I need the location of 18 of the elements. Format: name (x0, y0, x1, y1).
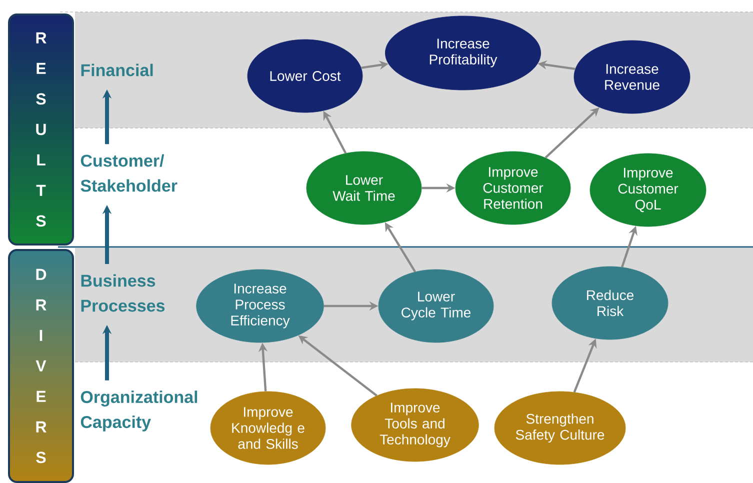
ellipse-node: Improve Knowledg e and Skills (210, 391, 326, 465)
ellipse-node: Improve Customer Retention (455, 151, 571, 225)
ellipse-node: Increase Process Efficiency (196, 269, 324, 343)
vertical-banner: DRIVERS (8, 249, 74, 483)
layer-label: Organizational Capacity (80, 390, 198, 432)
ellipse-node: Increase Profitability (385, 16, 541, 90)
ellipse-node: Lower Cost (247, 39, 363, 113)
ellipse-node: Lower Cycle Time (378, 269, 494, 343)
ellipse-node: Improve Tools and Technology (351, 388, 479, 462)
layer-label: Financial (81, 64, 153, 76)
ellipse-node: Reduce Risk (552, 266, 668, 340)
vertical-banner: RESULTS (8, 14, 74, 246)
ellipse-node: Lower Wait Time (306, 151, 422, 225)
ellipse-node: Increase Revenue (574, 40, 690, 114)
layer-label: Customer/ Stakeholder (80, 154, 178, 192)
ellipse-node: Strengthen Safety Culture (494, 391, 626, 465)
ellipse-node: Improve Customer QoL (590, 153, 706, 227)
layer-label: Business Processes (81, 274, 165, 312)
